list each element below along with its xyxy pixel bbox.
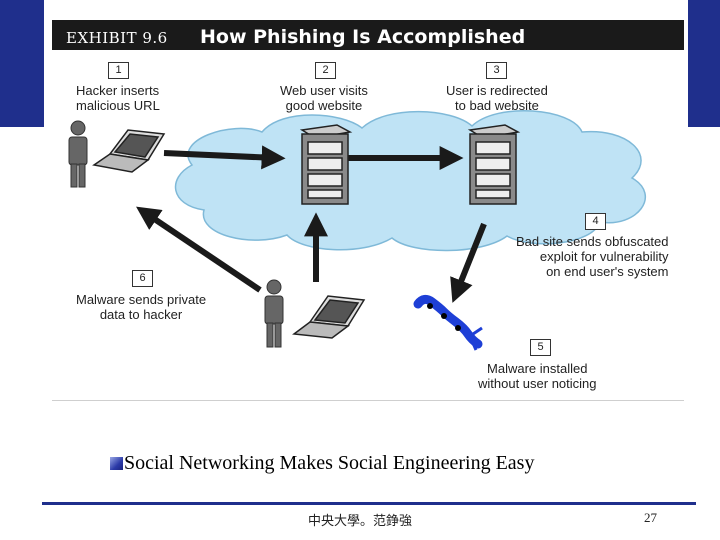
step-1-caption: Hacker inserts malicious URL xyxy=(76,83,160,113)
step-5-caption: Malware installed without user noticing xyxy=(478,361,597,391)
bullet-point: Social Networking Makes Social Engineeri… xyxy=(110,452,534,475)
step-4-caption: Bad site sends obfuscated exploit for vu… xyxy=(516,234,669,279)
flow-arrows xyxy=(136,145,487,303)
good-web-server xyxy=(299,124,353,205)
exhibit-title: How Phishing Is Accomplished xyxy=(200,26,526,48)
step-4-line-2: exploit for vulnerability xyxy=(539,249,669,264)
step-1-line-1: Hacker inserts xyxy=(76,83,160,98)
end-user-laptop xyxy=(292,295,366,339)
diagram-canvas xyxy=(68,110,646,351)
step-5-line-1: Malware installed xyxy=(487,361,588,376)
hacker-laptop xyxy=(92,129,166,173)
arrow-bad-to-user xyxy=(450,222,487,303)
step-6-line-1: Malware sends private xyxy=(76,292,207,307)
step-3-number: 3 xyxy=(486,62,507,79)
page-number: 27 xyxy=(644,510,657,525)
bad-web-server xyxy=(467,124,521,205)
exhibit-header: EXHIBIT 9.6 How Phishing Is Accomplished xyxy=(52,20,684,50)
step-2-caption: Web user visits good website xyxy=(280,83,368,113)
phishing-diagram: 1 Hacker inserts malicious URL 2 Web use… xyxy=(52,50,684,401)
footer-credit: 中央大學。范錚強 xyxy=(307,513,412,528)
step-6-caption: Malware sends private data to hacker xyxy=(76,292,206,322)
step-2-line-1: Web user visits xyxy=(280,83,368,98)
hacker-figure xyxy=(68,120,88,188)
step-5-line-2: without user noticing xyxy=(478,376,597,391)
step-1-line-2: malicious URL xyxy=(76,98,160,113)
step-6-line-2: data to hacker xyxy=(99,307,183,322)
end-user-figure xyxy=(264,279,284,348)
arrow-laptop-to-web xyxy=(163,145,286,170)
step-2-line-2: good website xyxy=(285,98,363,113)
right-blue-bar xyxy=(688,0,720,127)
bullet-text: Social Networking Makes Social Engineeri… xyxy=(124,452,535,474)
internet-cloud xyxy=(174,110,646,252)
square-bullet-icon xyxy=(110,457,123,470)
step-1-number: 1 xyxy=(108,62,129,79)
malware-code-icon xyxy=(413,294,483,351)
step-6-number: 6 xyxy=(132,270,153,287)
step-4-number: 4 xyxy=(585,213,606,230)
step-3-line-1: User is redirected xyxy=(446,83,548,98)
step-4-line-3: on end user's system xyxy=(546,264,669,279)
step-5-number: 5 xyxy=(530,339,551,356)
step-3-line-2: to bad website xyxy=(455,98,539,113)
left-blue-bar xyxy=(0,0,44,127)
step-2-number: 2 xyxy=(315,62,336,79)
step-4-line-1: Bad site sends obfuscated xyxy=(516,234,669,249)
exhibit-label: EXHIBIT 9.6 xyxy=(66,29,168,47)
footer-divider xyxy=(42,502,696,505)
step-3-caption: User is redirected to bad website xyxy=(446,83,548,113)
arrow-user-to-hacker xyxy=(136,206,262,293)
